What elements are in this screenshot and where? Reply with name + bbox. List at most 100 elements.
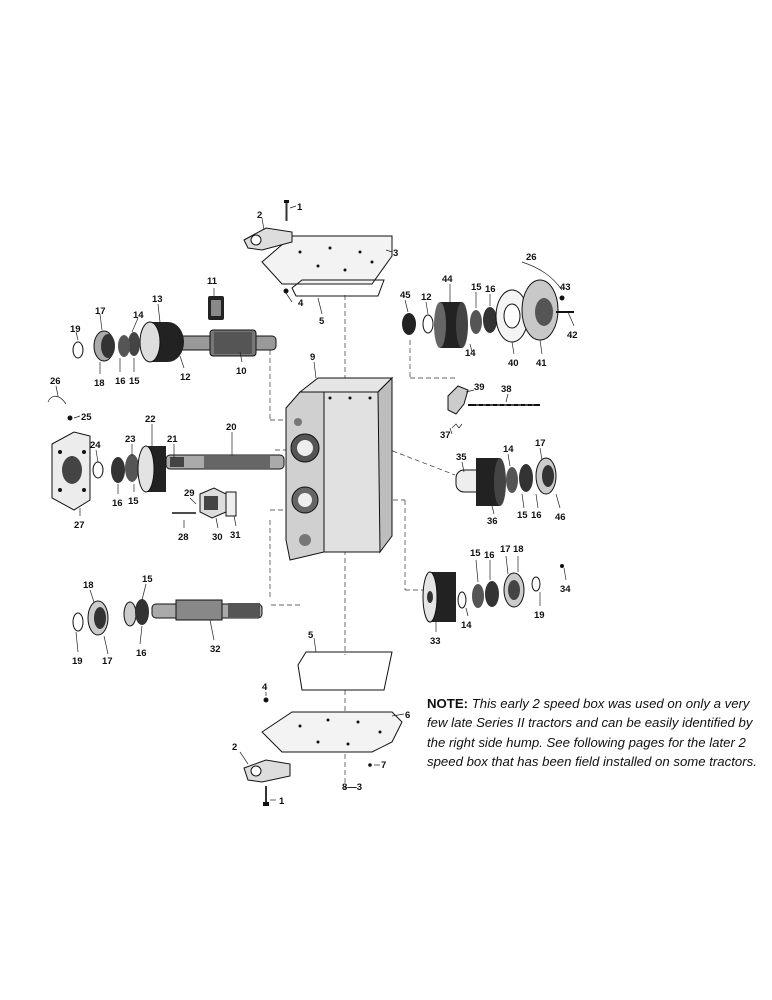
callout-16-row1: 16 bbox=[115, 376, 126, 387]
callout-45: 45 bbox=[400, 290, 411, 301]
gasket-bottom bbox=[297, 651, 393, 691]
callout-17-row1: 17 bbox=[95, 306, 106, 317]
callout-32: 32 bbox=[210, 644, 221, 655]
callout-2-top: 2 bbox=[257, 210, 262, 221]
seal-24 bbox=[92, 461, 104, 479]
callout-17-lower: 17 bbox=[500, 544, 511, 555]
callout-16-lower: 16 bbox=[484, 550, 495, 561]
cup-17-18-lower bbox=[503, 572, 525, 608]
bearing-23-16-15 bbox=[111, 454, 139, 483]
callout-31: 31 bbox=[230, 530, 241, 541]
bearing-cup-17-18-row1 bbox=[93, 330, 115, 362]
washer-4-bottom bbox=[263, 697, 269, 703]
callout-14-row1: 14 bbox=[133, 310, 144, 321]
callout-5-top: 5 bbox=[319, 316, 325, 327]
callout-21: 21 bbox=[167, 434, 178, 445]
gear-33 bbox=[422, 571, 456, 623]
shaft-32 bbox=[151, 599, 263, 621]
callout-16-right: 16 bbox=[485, 284, 496, 295]
bolt-top bbox=[284, 200, 289, 221]
callout-11: 11 bbox=[207, 276, 218, 287]
cover-plate-27 bbox=[51, 431, 91, 511]
callout-20: 20 bbox=[226, 422, 237, 433]
callout-12-right: 12 bbox=[421, 292, 432, 303]
callout-27: 27 bbox=[74, 520, 85, 531]
bracket-bottom bbox=[243, 759, 291, 783]
plug-43 bbox=[559, 295, 565, 301]
plug-34 bbox=[560, 564, 564, 568]
shift-fork-39 bbox=[447, 385, 469, 415]
callout-labels: 1 2 3 4 5 11 13 17 19 14 18 16 15 12 10 … bbox=[50, 202, 578, 807]
leader-lines bbox=[55, 205, 575, 801]
gasket-40 bbox=[495, 289, 529, 343]
gear-22 bbox=[137, 445, 166, 493]
callout-14-middle: 14 bbox=[503, 444, 514, 455]
gear-11 bbox=[208, 296, 224, 320]
callout-44: 44 bbox=[442, 274, 453, 285]
gear-36 bbox=[476, 458, 506, 506]
washer-4-top bbox=[283, 288, 289, 294]
callout-16-left-lower: 16 bbox=[136, 648, 147, 659]
callout-6: 6 bbox=[405, 710, 410, 721]
callout-41: 41 bbox=[536, 358, 547, 369]
callout-15-row2: 15 bbox=[128, 496, 139, 507]
callout-37: 37 bbox=[440, 430, 451, 441]
callout-2-bottom: 2 bbox=[232, 742, 237, 753]
callout-15-middle: 15 bbox=[517, 510, 528, 521]
callout-15-lower: 15 bbox=[470, 548, 481, 559]
cup-17-46 bbox=[535, 457, 557, 495]
callout-10: 10 bbox=[236, 366, 247, 377]
callout-34: 34 bbox=[560, 584, 571, 595]
note-block: NOTE: This early 2 speed box was used on… bbox=[427, 694, 757, 772]
callout-19-left-lower: 19 bbox=[72, 656, 83, 667]
plug-7 bbox=[368, 763, 372, 767]
callout-17-left-lower: 17 bbox=[102, 656, 113, 667]
wire-26-left bbox=[47, 395, 67, 405]
callout-15-right: 15 bbox=[471, 282, 482, 293]
gear-13 bbox=[139, 321, 184, 363]
gearbox-housing bbox=[285, 376, 394, 561]
bolt-bottom bbox=[263, 786, 269, 806]
seal-19-left-lower bbox=[72, 612, 84, 632]
bearing-14-15-16-middle bbox=[506, 464, 533, 493]
bearing-15-16-right bbox=[470, 307, 497, 334]
note-text: This early 2 speed box was used on only … bbox=[427, 696, 757, 770]
callout-30: 30 bbox=[212, 532, 223, 543]
callout-33: 33 bbox=[430, 636, 441, 647]
gasket-top bbox=[291, 279, 385, 297]
callout-22: 22 bbox=[145, 414, 156, 425]
callout-25: 25 bbox=[81, 412, 92, 423]
bearing-15-16-lower bbox=[472, 581, 499, 608]
bearing-14-15-16-row1 bbox=[118, 332, 140, 357]
callout-18-lower: 18 bbox=[513, 544, 524, 555]
callout-12-row1: 12 bbox=[180, 372, 191, 383]
callout-40: 40 bbox=[508, 358, 519, 369]
seal-19-lower-right bbox=[531, 576, 541, 592]
callout-19-row1: 19 bbox=[70, 324, 81, 335]
callout-42: 42 bbox=[567, 330, 578, 341]
callout-17-middle: 17 bbox=[535, 438, 546, 449]
shaft-20 bbox=[165, 454, 285, 470]
callout-39: 39 bbox=[474, 382, 485, 393]
callout-3: 3 bbox=[393, 248, 398, 259]
spring-37 bbox=[451, 423, 463, 429]
seal-19-row1 bbox=[72, 341, 84, 359]
callout-23: 23 bbox=[125, 434, 136, 445]
plug-25 bbox=[67, 415, 73, 421]
cup-17-18-left-lower bbox=[87, 600, 109, 636]
callout-26-left: 26 bbox=[50, 376, 61, 387]
bearing-15-16-left-lower bbox=[123, 599, 149, 627]
callout-24: 24 bbox=[90, 440, 101, 451]
callout-29: 29 bbox=[184, 488, 195, 499]
ring-12-right bbox=[422, 314, 434, 334]
plate-31 bbox=[225, 491, 237, 517]
callout-4-bottom: 4 bbox=[262, 682, 268, 693]
callout-9: 9 bbox=[310, 352, 315, 363]
wire-26-top bbox=[521, 261, 563, 291]
callout-18-left-lower: 18 bbox=[83, 580, 94, 591]
callout-1-bottom: 1 bbox=[279, 796, 285, 807]
callout-13: 13 bbox=[152, 294, 163, 305]
block-30 bbox=[199, 487, 227, 519]
callout-14-lower: 14 bbox=[461, 620, 472, 631]
